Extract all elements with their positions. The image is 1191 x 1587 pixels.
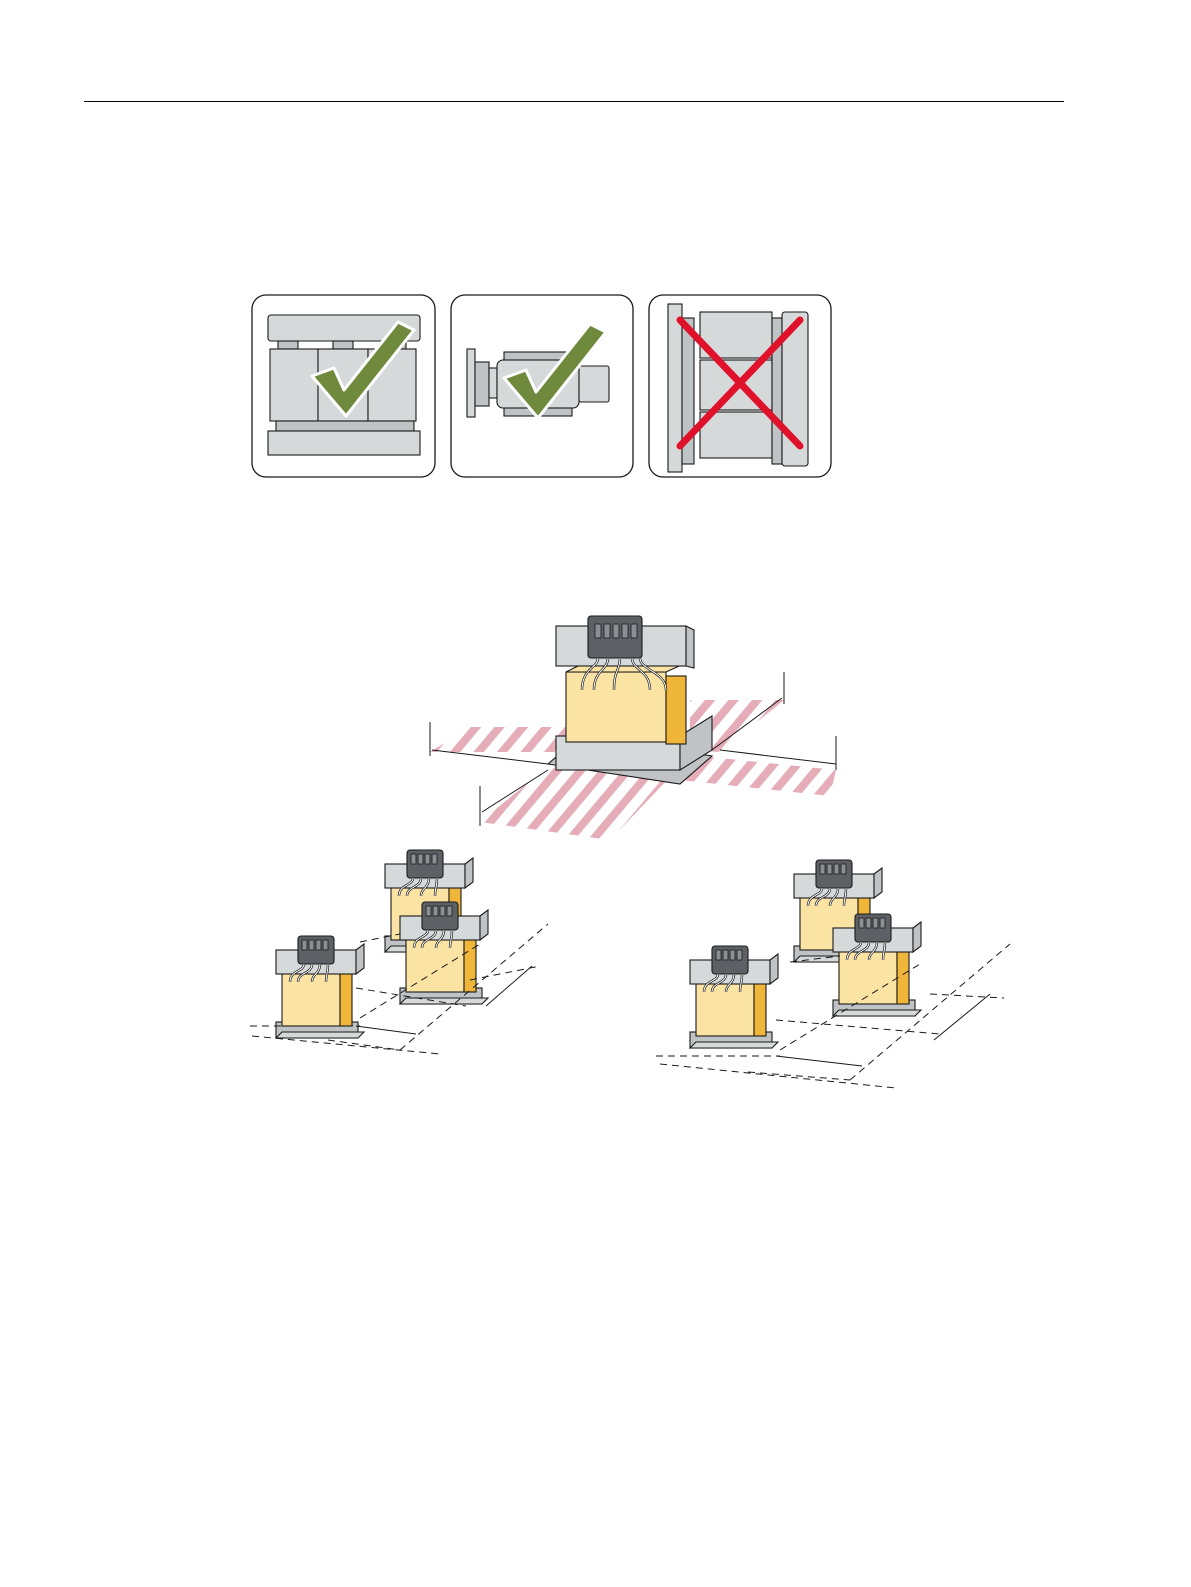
reactor-group-left (250, 850, 548, 1054)
reactor-icon (400, 902, 488, 1004)
reactor-group-right (656, 860, 1010, 1088)
mounting-orientation-figure (252, 295, 831, 477)
panel-wall-allowed (451, 295, 633, 477)
reactor-icon (833, 914, 921, 1016)
reactor-icon (276, 936, 364, 1038)
reactor-icon (548, 616, 712, 784)
panel-vertical-not-allowed (649, 295, 831, 477)
panel-horizontal-allowed (252, 295, 435, 477)
installation-spacing-figure (250, 850, 1010, 1088)
clearance-zone-figure (430, 616, 836, 840)
reactor-icon (690, 946, 778, 1048)
